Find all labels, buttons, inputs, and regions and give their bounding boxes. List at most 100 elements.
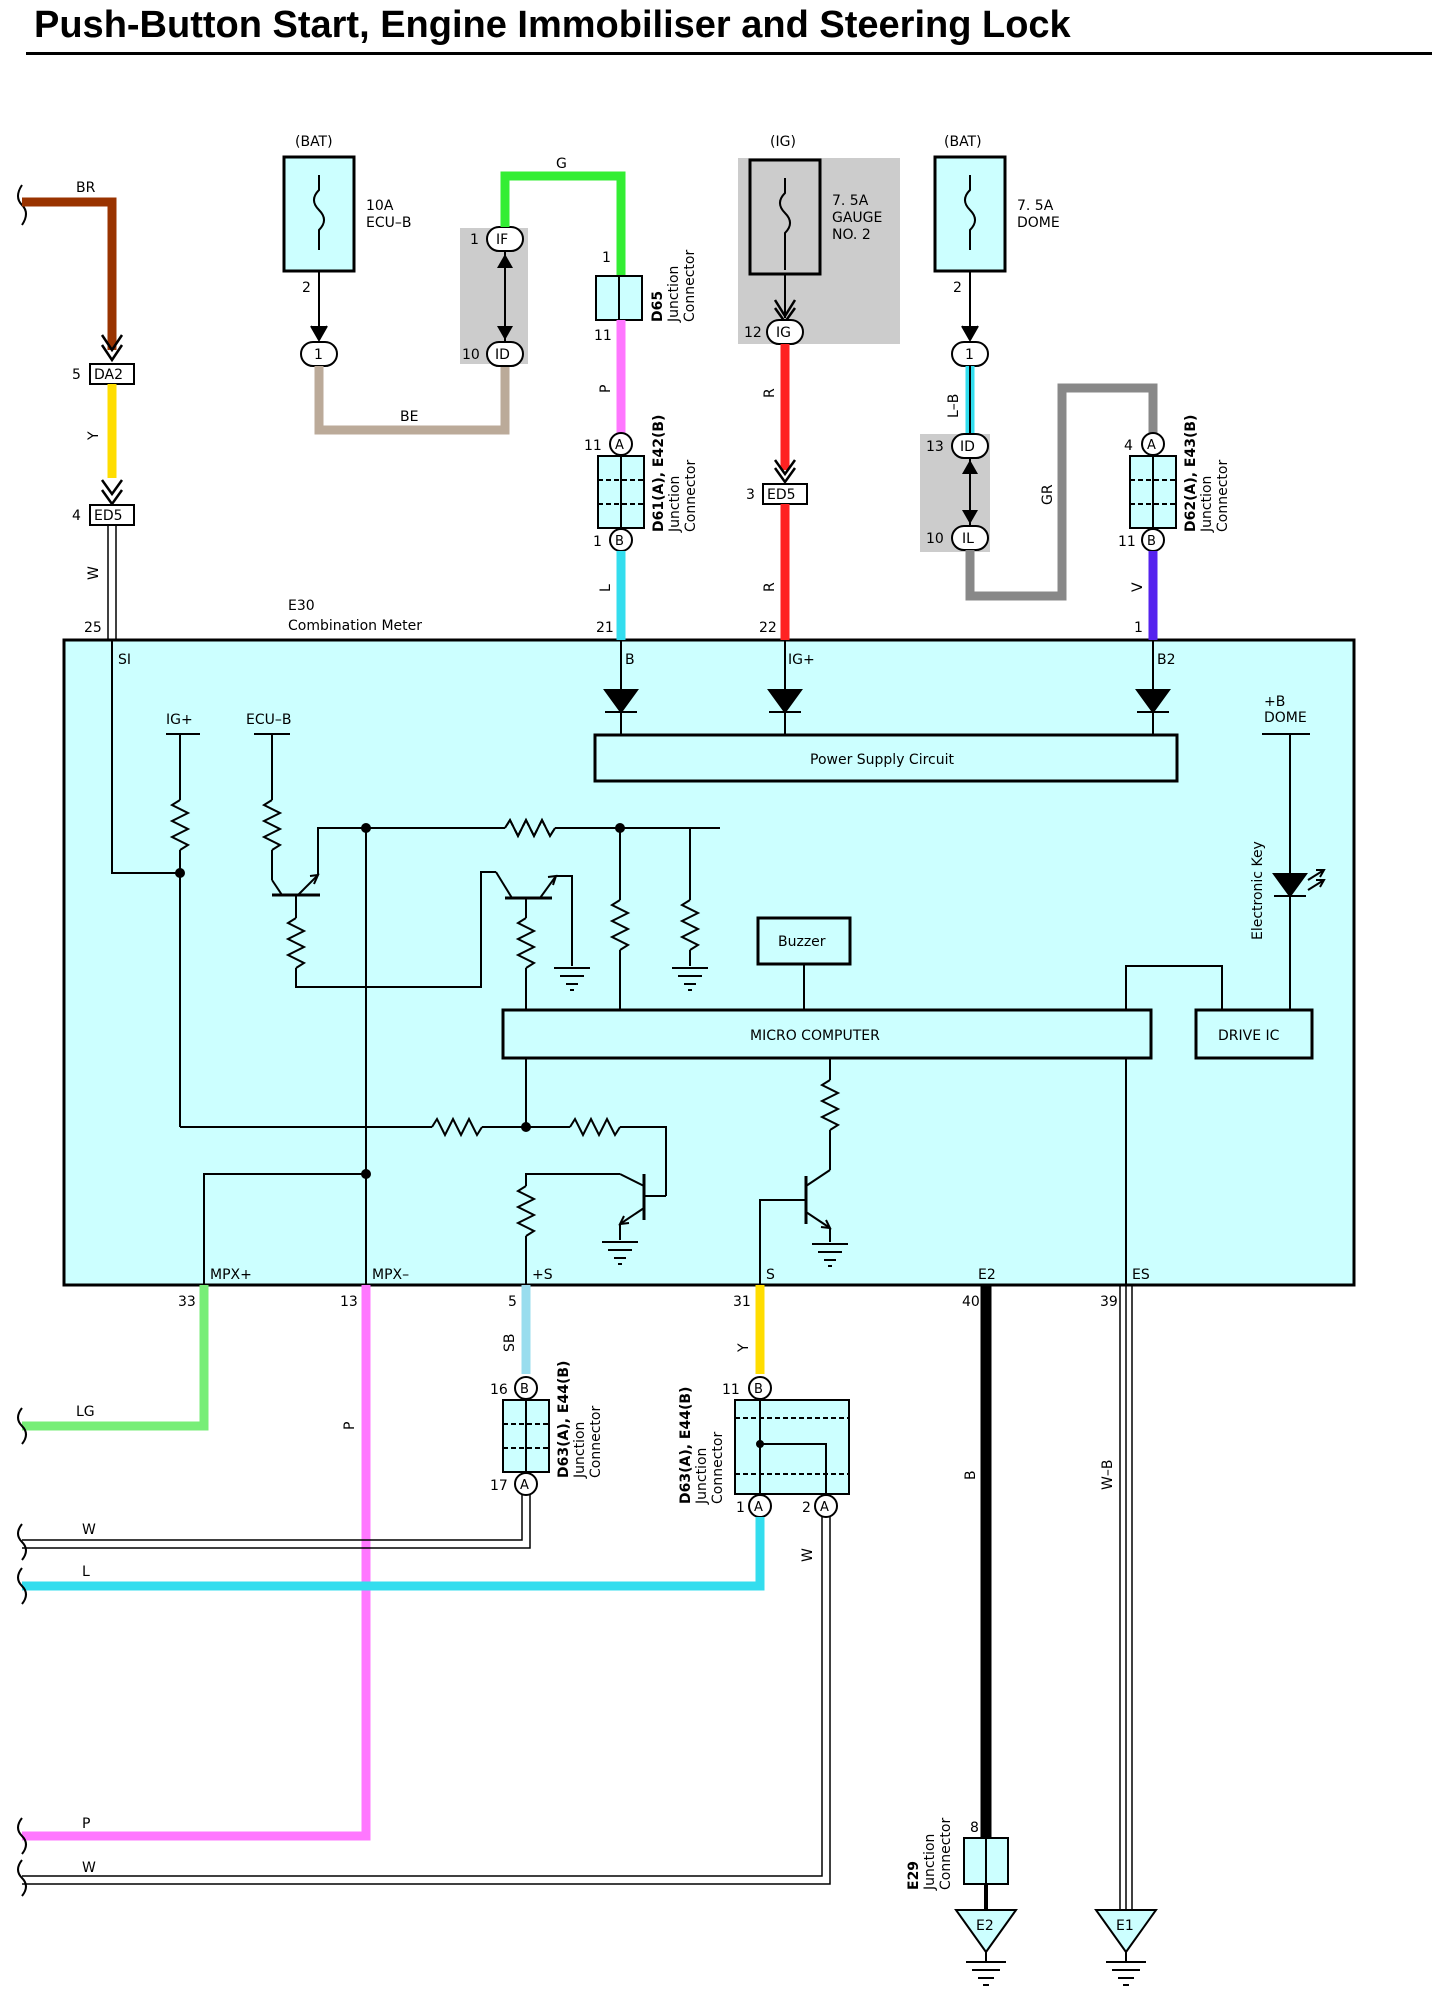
connector-c1-left-label: 1 <box>314 347 323 363</box>
d61-name2: Connector <box>683 460 699 532</box>
label-w-bot: W <box>82 1860 96 1876</box>
label-gr: GR <box>1040 484 1056 505</box>
mpx-plus-internal <box>203 1173 366 1285</box>
label-lb: L–B <box>946 394 962 418</box>
connector-id-left <box>486 341 524 367</box>
wire-l-bot <box>22 1517 765 1591</box>
d62-name: Junction <box>1199 476 1215 533</box>
connector-il-label: IL <box>962 531 974 547</box>
meter-name: Combination Meter <box>288 618 422 634</box>
resistor-r4 <box>679 899 701 951</box>
resistor-ig <box>169 799 191 851</box>
pin-mpx-minus: MPX– <box>372 1267 409 1283</box>
wire-w-mid-b <box>22 1495 531 1549</box>
pin-40: 40 <box>962 1294 980 1310</box>
fuse-bat2-source: (BAT) <box>944 134 982 150</box>
wire-break-w-mid <box>17 1523 27 1561</box>
label-p-top: P <box>598 385 614 393</box>
label-y-bot: Y <box>736 1343 752 1353</box>
d63l-pin-b: 16 <box>490 1382 508 1398</box>
ground-r4 <box>672 967 708 991</box>
connector-d63-right <box>734 1399 850 1495</box>
resistor-t1 <box>285 917 307 969</box>
d61-name: Junction <box>667 476 683 533</box>
diode-ig <box>767 689 803 714</box>
label-w-left: W <box>86 566 102 580</box>
d61-pin-b: 1 <box>593 534 602 550</box>
connector-if-pin: 1 <box>470 232 479 248</box>
s-pin-line <box>759 1199 806 1285</box>
d63l-tag-a-label: A <box>520 1478 529 1493</box>
pin-22: 22 <box>759 620 777 636</box>
fuse-ig-source: (IG) <box>770 134 796 150</box>
label-p-mid: P <box>342 1422 358 1430</box>
label-wb: W–B <box>1100 1460 1116 1490</box>
fuse-bat1-source: (BAT) <box>295 134 333 150</box>
pin-mpx-plus: MPX+ <box>210 1267 252 1283</box>
e29-code: E29 <box>906 1861 922 1890</box>
label-l-top: L <box>598 584 614 592</box>
transistor3-emitter <box>619 1207 645 1225</box>
wire-br <box>22 197 117 350</box>
e29-name2: Connector <box>938 1818 954 1890</box>
label-l-bot: L <box>82 1564 90 1580</box>
d62-tag-a-label: A <box>1147 438 1156 453</box>
resistor-t2 <box>515 917 537 969</box>
micro-computer-label: MICRO COMPUTER <box>750 1028 880 1044</box>
d65-name: Junction <box>666 266 682 323</box>
ground-e1-lines <box>1106 1952 1146 1986</box>
label-p-bot: P <box>82 1816 90 1832</box>
ground-t2 <box>554 967 590 991</box>
arrow-id-down <box>497 326 513 340</box>
d63r-node <box>756 1440 764 1448</box>
power-supply-circuit <box>593 733 1179 783</box>
connector-c1-right-label: 1 <box>965 347 974 363</box>
ground-e2-tri <box>954 1909 1018 1954</box>
micro-computer <box>501 1008 1153 1060</box>
ground-e2-label: E2 <box>976 1918 994 1934</box>
transistor1-emitter <box>297 874 319 896</box>
wire-w-right-a <box>22 1517 823 1877</box>
transistor2-right <box>539 875 557 899</box>
arrow-ed5-left <box>100 479 124 507</box>
d63r-name: Junction <box>694 1448 710 1505</box>
transistor1-emitter-line <box>317 827 720 875</box>
pin-b: B <box>625 652 635 668</box>
fuse-bat1-name: ECU–B <box>366 215 411 231</box>
connector-il-pin: 10 <box>926 531 944 547</box>
fuse-bat1-rating: 10A <box>366 198 394 214</box>
drive-ic <box>1194 1008 1314 1060</box>
arrow-ed5-mid <box>773 459 797 485</box>
bottom-right-line <box>620 1126 667 1196</box>
fuse-ig-name2: NO. 2 <box>832 227 871 243</box>
transistor2-left <box>495 871 513 899</box>
power-supply-label: Power Supply Circuit <box>810 752 955 768</box>
wire-gr <box>965 383 1158 601</box>
d63r-tag-a2-label: A <box>820 1500 829 1515</box>
label-br: BR <box>76 180 96 196</box>
fuse-bat1-element <box>313 175 325 250</box>
label-g: G <box>556 156 567 172</box>
pin-1-top: 1 <box>1134 620 1143 636</box>
fuse-ig-rating: 7. 5A <box>832 193 869 209</box>
pin-e2: E2 <box>978 1267 996 1283</box>
d63r-pin-a2: 2 <box>802 1500 811 1516</box>
connector-id-right-label: ID <box>960 439 975 455</box>
arrow-if-up <box>497 254 513 268</box>
connector-ig-pin: 12 <box>744 325 762 341</box>
connector-ed5-left-pin: 4 <box>72 508 81 524</box>
d63l-code: D63(A), E44(B) <box>556 1361 572 1478</box>
d62-tag-b-label: B <box>1147 534 1156 549</box>
d63r-pin-b: 11 <box>722 1382 740 1398</box>
e29-name: Junction <box>922 1834 938 1891</box>
pin-13: 13 <box>340 1294 358 1310</box>
connector-ed5-mid-pin: 3 <box>746 487 755 503</box>
transistor2-right-line <box>556 875 573 966</box>
node-mpx-bottom <box>361 1169 371 1179</box>
d63r-code: D63(A), E44(B) <box>678 1387 694 1504</box>
d63r-pin-a1: 1 <box>736 1500 745 1516</box>
label-r-top: R <box>762 388 778 398</box>
ground-e1-tri <box>1094 1909 1158 1954</box>
arrow-il-down <box>962 510 978 524</box>
